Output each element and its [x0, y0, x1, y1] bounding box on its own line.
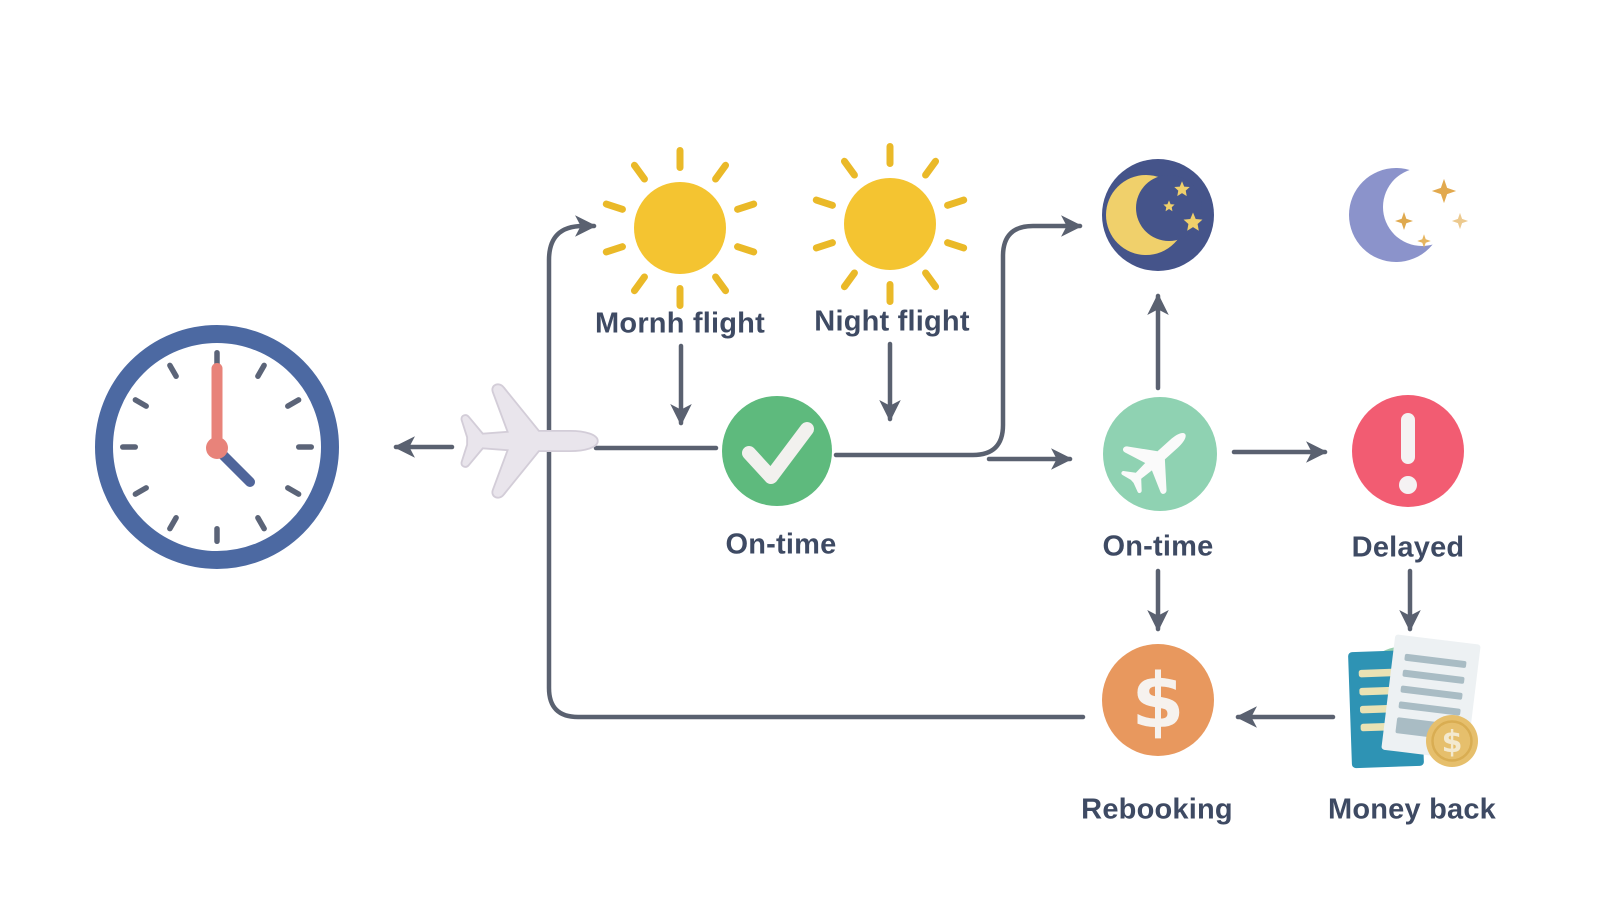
purple-crescent-cut [1383, 168, 1461, 246]
label-ontime-day: On-time [725, 528, 837, 561]
clock-minute-hand [211, 363, 223, 455]
rebooking-icon: $ [1102, 644, 1214, 756]
label-money-back: Money back [1328, 793, 1496, 826]
clock-ticks [120, 350, 314, 544]
morning-sun-icon [601, 147, 759, 309]
money-back-icon: $ [1348, 634, 1481, 769]
label-morning-flight: Mornh flight [595, 307, 765, 340]
rebooking-circle [1102, 644, 1214, 756]
check-mark [742, 422, 814, 484]
money-coin: $ [1426, 715, 1478, 767]
delayed-icon [1352, 395, 1464, 507]
connector-check-to-moon [833, 215, 1083, 458]
label-rebooking: Rebooking [1081, 793, 1233, 826]
sun-core-morning [634, 182, 726, 274]
dollar-glyph: $ [1132, 656, 1185, 745]
label-delayed: Delayed [1351, 531, 1465, 564]
connector-lines [393, 215, 1421, 728]
clock-icon [95, 325, 339, 569]
check-circle-icon [722, 396, 832, 506]
exclamation-bar [1401, 413, 1415, 464]
coin-dollar-glyph: $ [1442, 725, 1463, 760]
check-circle [722, 396, 832, 506]
night-sun-icon [811, 143, 969, 305]
connector-rebooking-loop-to-morning-sun [546, 215, 1086, 720]
ontime-plane-icon [1103, 397, 1217, 511]
airplane-icon [460, 383, 599, 499]
clock-center-dot [206, 437, 228, 459]
sun-core-night [844, 178, 936, 270]
exclamation-dot [1399, 476, 1417, 494]
label-ontime-night: On-time [1102, 530, 1214, 563]
night-sky-moon-icon [1102, 159, 1214, 271]
crescent-moon-icon [1349, 168, 1469, 262]
label-night-flight: Night flight [814, 305, 970, 338]
